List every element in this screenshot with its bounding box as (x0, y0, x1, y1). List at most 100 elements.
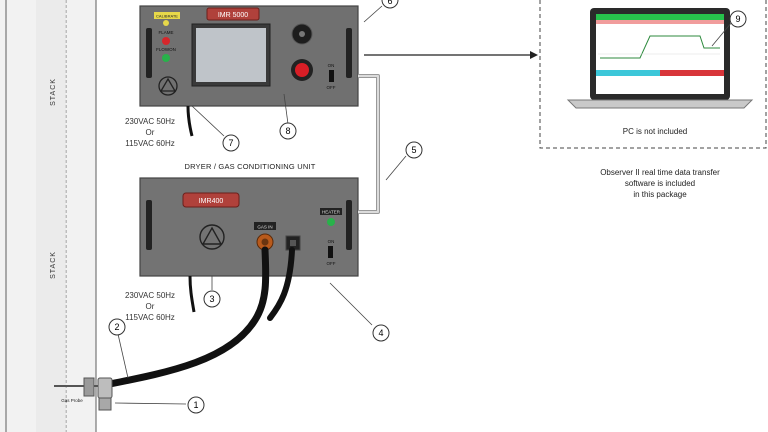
analyzer-unit (139, 5, 359, 107)
conditioner-power-caption: 230VAC 50Hz Or 115VAC 60Hz (108, 290, 192, 323)
gas-probe-label: Gas Probe (61, 398, 83, 403)
conditioner-panel (139, 177, 359, 277)
callout-8-number: 8 (285, 126, 290, 136)
gas-in-port-center (261, 238, 269, 246)
callout-7-leader (191, 105, 225, 137)
callout-9-leader (711, 21, 733, 47)
heater-label: HEATER (322, 210, 341, 215)
heater-label-plate (320, 208, 342, 215)
sample-hose-return (267, 247, 295, 321)
callout-3-number: 3 (209, 294, 214, 304)
gas-in-label-plate (254, 222, 276, 230)
conditioner-power-line2: Or (145, 302, 155, 311)
callout-1-number: 1 (193, 400, 198, 410)
flame-label: FLAME (158, 30, 173, 35)
analyzer-logo-icon (159, 77, 177, 92)
callout-8-circle (279, 122, 297, 140)
conditioner-power-cable (188, 275, 196, 313)
callout-5-leader (385, 155, 407, 181)
callout-2-number: 2 (114, 322, 119, 332)
screen-status-red (660, 70, 724, 76)
callout-2-leader (117, 333, 129, 379)
conditioner-toggle-switch (328, 246, 333, 258)
callout-1-leader (114, 402, 187, 405)
heated-sample-hose (106, 246, 270, 388)
software-note-line3: in this package (633, 190, 687, 199)
screen-header-bar (596, 14, 724, 20)
analyzer-model-name: IMR 5000 (218, 12, 248, 19)
knob-center-icon (299, 31, 305, 37)
calibrate-led (163, 20, 169, 26)
conditioner-logo-icon (201, 226, 223, 245)
callout-4-number: 4 (378, 328, 383, 338)
stack-label-bottom: STACK (50, 251, 57, 279)
analyzer-power-caption: 230VAC 50Hz Or 115VAC 60Hz (108, 116, 192, 149)
calibrate-indicator-label (154, 12, 180, 19)
gas-transfer-line (358, 74, 380, 214)
analyzer-power-cable (186, 105, 194, 137)
callout-5-circle (405, 141, 423, 159)
callout-2-circle (108, 318, 126, 336)
analyzer-toggle-switch (329, 70, 334, 82)
analyzer-power-line3: 115VAC 60Hz (125, 139, 175, 148)
conditioner-handle-left (146, 200, 152, 250)
software-note-line2: software is included (624, 179, 696, 188)
analyzer-handle-left (146, 28, 152, 78)
callout-9-circle (729, 10, 747, 28)
callout-9-number: 9 (735, 14, 740, 24)
callout-5-number: 5 (411, 145, 416, 155)
conditioner-switch-on: ON (328, 239, 335, 244)
stack-label-top: STACK (50, 78, 57, 106)
pc-not-included-frame (539, 0, 767, 149)
conditioner-logo-ring (199, 224, 225, 250)
gas-probe-flange (83, 377, 95, 397)
analyzer-handle-right (346, 28, 352, 78)
callout-7-number: 7 (228, 138, 233, 148)
gas-out-connector-center (290, 240, 296, 246)
calibrate-label: CALIBRATE (156, 14, 178, 19)
callout-4-leader (329, 282, 373, 326)
heater-led (327, 218, 335, 226)
analyzer-switch-off: OFF (327, 85, 336, 90)
software-note: Observer II real time data transfer soft… (570, 167, 750, 200)
conditioner-power-line3: 115VAC 60Hz (125, 313, 175, 322)
callout-6-number: 6 (387, 0, 392, 6)
callout-1-circle (187, 396, 205, 414)
stack-shade (36, 0, 66, 432)
conditioner-power-line1: 230VAC 50Hz (124, 291, 176, 300)
laptop-base (566, 99, 754, 109)
analyzer-power-line1: 230VAC 50Hz (124, 117, 176, 126)
laptop (566, 8, 754, 109)
screen-status-cyan (596, 70, 660, 76)
analyzer-power-line2: Or (145, 128, 155, 137)
callout-6-leader (363, 5, 383, 23)
pc-not-included-note: PC is not included (622, 127, 688, 136)
callout-6-circle (381, 0, 399, 9)
gas-probe-housing (98, 397, 112, 411)
analyzer-model-badge (206, 7, 260, 21)
gas-probe-filter (97, 377, 113, 399)
callout-3-circle (203, 290, 221, 308)
conditioner-switch-off: OFF (327, 261, 336, 266)
conditioner-handle-right (346, 200, 352, 250)
analyzer-logo-ring (158, 76, 178, 96)
flowon-led (162, 54, 170, 62)
callout-7-circle (222, 134, 240, 152)
screen-subheader (596, 20, 724, 24)
stop-button (295, 63, 309, 77)
callout-8-leader (283, 93, 289, 125)
flame-led (162, 37, 170, 45)
conditioner-model-name: IMR400 (199, 198, 224, 205)
data-link-arrow-icon (530, 51, 538, 59)
gas-transfer-line-highlight (358, 75, 379, 213)
software-note-line1: Observer II real time data transfer (600, 168, 720, 177)
gas-in-label: GAS IN (257, 225, 272, 230)
callout-4-circle (372, 324, 390, 342)
screen-trend-line (600, 35, 720, 59)
analyzer-switch-on: ON (328, 63, 335, 68)
conditioner-unit (139, 177, 359, 277)
flowon-label: FLOWON (156, 47, 176, 52)
conditioner-title: DRYER / GAS CONDITIONING UNIT (184, 162, 316, 171)
conditioner-model-badge (182, 192, 240, 208)
